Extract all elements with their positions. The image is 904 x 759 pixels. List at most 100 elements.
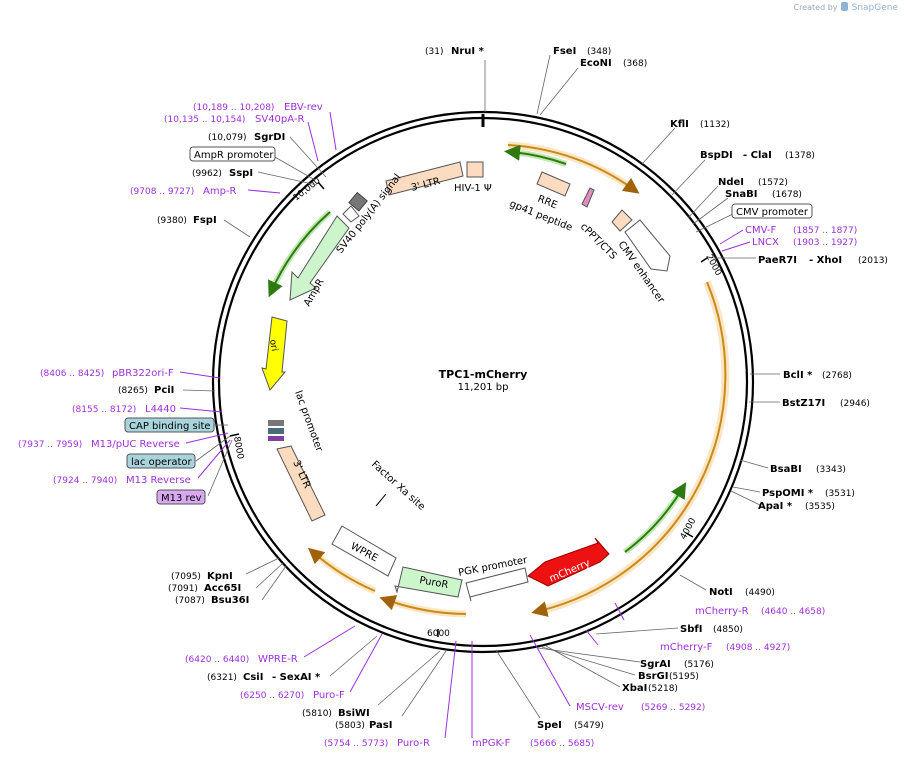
site-sgrai: SgrAI — [640, 659, 671, 670]
primer-puro-r: Puro-R — [397, 738, 430, 749]
m13-box — [268, 436, 284, 441]
site-paer7i: PaeR7I — [758, 255, 797, 266]
site-pos-kpni: (7095) — [171, 572, 201, 582]
plasmid-name: TPC1-mCherry — [439, 368, 528, 381]
site-econi: EcoNI — [580, 58, 612, 69]
primer-m13puc: M13/pUC Reverse — [91, 439, 180, 450]
created-by-credit: Created by SnapGene — [793, 2, 898, 13]
credit-brand: SnapGene — [851, 3, 898, 13]
pgk-arrow — [465, 567, 529, 602]
backbone — [211, 110, 755, 654]
primer-pos-mscv-rev: (5269 .. 5292) — [641, 703, 705, 713]
site-kpni: KpnI — [207, 571, 233, 582]
lac-operator-box — [268, 428, 284, 434]
primer-pos-l4440: (8155 .. 8172) — [72, 405, 136, 415]
primer-pos-wpre-r: (6420 .. 6440) — [185, 655, 249, 665]
site-sgrdi: SgrDI — [254, 132, 285, 143]
site-pos-kfli: (1132) — [700, 120, 730, 130]
site-pos-paer7i: (2013) — [858, 256, 888, 266]
site-acc65i: Acc65I — [204, 583, 241, 594]
primer-mscv-rev: MSCV-rev — [576, 702, 624, 713]
site-pos-bsu36i: (7087) — [175, 596, 205, 606]
small-white-feature — [342, 205, 360, 223]
primer-pos-amp-r: (9708 .. 9727) — [130, 187, 194, 197]
feature-rre: RRE gp41 peptide — [508, 171, 595, 234]
puror-label: PuroR — [418, 575, 449, 591]
ori-label: ori — [267, 339, 279, 352]
cap-site-text: CAP binding site — [129, 421, 211, 432]
gp41-box — [581, 187, 595, 208]
primer-pos-puro-r: (5754 .. 5773) — [324, 739, 388, 749]
primer-pos-m13puc: (7937 .. 7959) — [18, 440, 82, 450]
cmv-promoter-text: CMV promoter — [736, 207, 809, 218]
primer-pbr322ori-f: pBR322ori-F — [112, 368, 174, 379]
wpre-box — [331, 525, 397, 577]
site-pos-pspomi: (3531) — [825, 489, 855, 499]
primer-pos-ebv-rev: (10,189 .. 10,208) — [193, 103, 274, 113]
site-clai: - ClaI — [743, 150, 772, 161]
cppt-box — [611, 209, 633, 232]
site-apai: ApaI * — [758, 501, 793, 512]
site-pos-bspdi: (1378) — [785, 151, 815, 161]
ampr-promoter-text: AmpR promoter — [194, 150, 274, 161]
site-xhoi: - XhoI — [809, 255, 842, 266]
primer-m13rev: M13 Reverse — [126, 475, 191, 486]
site-sbfi: SbfI — [680, 624, 702, 635]
site-bsu36i: Bsu36I — [211, 595, 249, 606]
primer-leader-lines — [179, 111, 751, 739]
site-noti: NotI — [709, 587, 733, 598]
primer-pos-pbr322ori-f: (8406 .. 8425) — [40, 369, 104, 379]
site-pos-xbai: (5218) — [648, 684, 678, 694]
site-pos-bsabi: (3343) — [816, 465, 846, 475]
cppt-label: cPPT/CTS — [578, 221, 619, 262]
primer-pos-mcherry-f: (4908 .. 4927) — [726, 643, 790, 653]
puror-arrow — [394, 566, 463, 598]
site-pos-bcli: (2768) — [822, 371, 852, 381]
site-pos-sbfi: (4850) — [713, 625, 743, 635]
primer-pos-cmv-f: (1857 .. 1877) — [793, 226, 857, 236]
site-bspdi: BspDI — [700, 150, 733, 161]
site-fsei: FseI — [553, 46, 576, 57]
leader-lines — [182, 54, 780, 719]
hiv-psi-label: HIV-1 Ψ — [454, 183, 492, 194]
site-fspi: FspI — [193, 215, 217, 226]
primer-pos-m13rev: (7924 .. 7940) — [53, 476, 117, 486]
m13-rev-tag: M13 rev — [156, 489, 206, 505]
site-pspomi: PspOMI * — [762, 488, 814, 499]
site-nrui: NruI * — [451, 46, 485, 57]
m13-rev-text: M13 rev — [161, 493, 202, 504]
site-pos-acc65i: (7091) — [168, 584, 198, 594]
site-spei: SpeI — [537, 720, 562, 731]
site-pos-snabi: (1678) — [772, 190, 802, 200]
cmv-promoter-tag: CMV promoter — [731, 203, 813, 219]
primer-amp-r: Amp-R — [203, 186, 237, 197]
ori-arrow — [261, 316, 288, 391]
primer-sv40pa-r: SV40pA-R — [255, 114, 304, 125]
primer-lncx: LNCX — [752, 237, 779, 248]
site-bsiwi: BsiWI — [338, 708, 370, 719]
primer-mcherry-r: mCherry-R — [695, 606, 749, 617]
site-snabi: SnaBI — [725, 189, 757, 200]
site-csii: CsiI — [243, 672, 263, 683]
site-bsabi: BsaBI — [770, 464, 802, 475]
site-sspi: SspI — [229, 168, 253, 179]
primer-puro-f: Puro-F — [313, 690, 345, 701]
site-pos-bsiwi: (5810) — [302, 709, 332, 719]
site-pos-pcii: (8265) — [118, 386, 148, 396]
hiv-psi-box — [466, 161, 484, 178]
site-bstz17i: BstZ17I — [782, 398, 825, 409]
primer-pos-mcherry-r: (4640 .. 4658) — [761, 607, 825, 617]
cap-site-box — [268, 420, 284, 426]
snapgene-logo-icon — [841, 2, 849, 11]
site-pasi: PasI — [369, 720, 392, 731]
site-xbai: XbaI — [622, 683, 647, 694]
mcherry-arrow — [527, 537, 610, 587]
primer-l4440: L4440 — [145, 404, 176, 415]
primer-cmv-f: CMV-F — [745, 225, 776, 236]
site-pos-sgrdi: (10,079) — [208, 133, 247, 143]
lac-operator-tag: lac operator — [126, 453, 196, 469]
site-sexai: - SexAI * — [272, 672, 321, 683]
site-pcii: PciI — [154, 385, 174, 396]
tick-10000: 10,000 — [292, 176, 323, 203]
